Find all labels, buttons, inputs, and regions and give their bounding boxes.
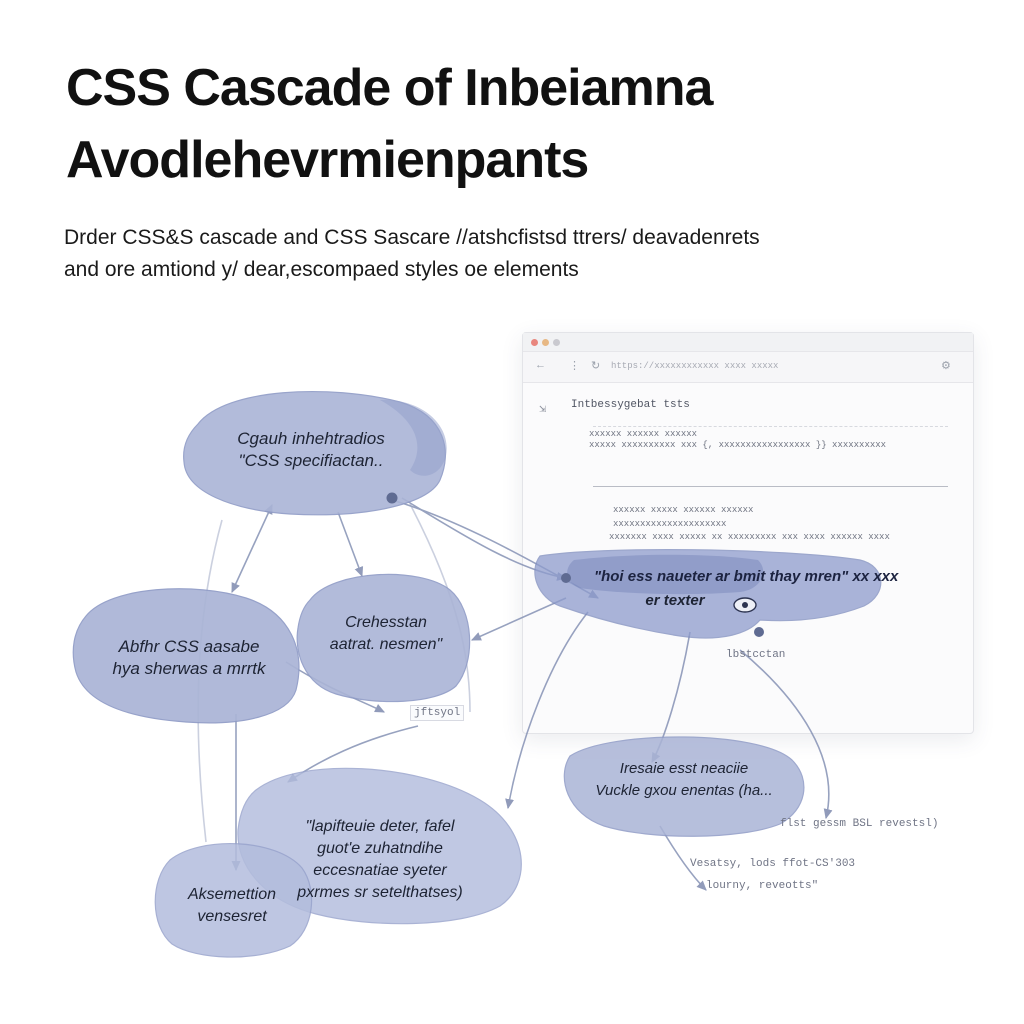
subtitle-line-2: and ore amtiond y/ dear,escompaed styles… <box>64 258 579 281</box>
node-crehesstan[interactable] <box>296 573 471 703</box>
node-label-line: Vuckle gxou enentas (ha... <box>595 782 773 799</box>
connector-arrow <box>231 503 273 594</box>
code-divider-dotted <box>593 426 948 427</box>
node-blob <box>296 573 471 703</box>
annotation-label: jftsyol <box>410 705 465 721</box>
connector-arrow <box>470 597 567 641</box>
node-label-line: guot'e zuhatndihe <box>317 840 443 857</box>
node-blob <box>534 549 882 639</box>
node-label-line: Iresaie esst neaciie <box>619 760 749 777</box>
node-label-line: aatrat. nesmen" <box>329 636 443 653</box>
code-line: xxxxx xxxxxxxxxx xxx {, xxxxxxxxxxxxxxxx… <box>589 440 887 450</box>
annotation-label: flst gessm BSL revestsl) <box>780 818 939 830</box>
reader-icon[interactable]: ⋮ <box>569 360 580 372</box>
browser-toolbar: ← ⋮ ↻ https://xxxxxxxxxxxx xxxx xxxxx ⚙ <box>523 352 973 383</box>
annotation-label: Vesatsy, lods ffot-CS'303 <box>690 858 856 870</box>
node-blob <box>154 842 313 958</box>
node-blob <box>183 391 446 516</box>
diagram-subtitle: Drder CSS&S cascade and CSS Sascare //at… <box>64 222 964 286</box>
node-blob-shadow <box>380 399 447 476</box>
address-bar[interactable]: https://xxxxxxxxxxxx xxxx xxxxx <box>611 361 779 371</box>
connector-arrow <box>739 649 833 820</box>
node-label-line: "lapifteuie deter, fafel <box>305 818 455 835</box>
node-label-line: hya sherwas a mrrtk <box>112 659 266 678</box>
title-line-2: Avodlehevrmienpants <box>66 131 589 189</box>
connector-dot-icon <box>754 627 764 637</box>
connector-arrow <box>337 511 364 578</box>
node-iresaie[interactable] <box>563 736 805 837</box>
browser-window: ← ⋮ ↻ https://xxxxxxxxxxxx xxxx xxxxx ⚙ … <box>522 332 974 734</box>
connector-dot-icon <box>561 573 571 583</box>
node-label-line: Aksemettion <box>187 886 277 903</box>
node-label: Cgauh inhehtradios "CSS specifiactan.. <box>196 428 426 472</box>
node-label: er texter <box>620 590 730 612</box>
node-label-line: eccesnatiae syeter <box>313 862 447 879</box>
node-blob-highlight <box>567 554 764 595</box>
node-label-line: vensesret <box>197 908 267 925</box>
node-hoi-ess[interactable] <box>534 549 882 639</box>
minimize-dot-icon[interactable] <box>542 339 549 346</box>
code-line: xxxxxxxxxxxxxxxxxxxxx <box>613 519 727 529</box>
close-dot-icon[interactable] <box>531 339 538 346</box>
browser-titlebar <box>523 333 973 352</box>
node-label: Iresaie esst neaciie Vuckle gxou enentas… <box>574 758 794 802</box>
node-label-line: Abfhr CSS aasabe <box>118 637 260 656</box>
expand-icon[interactable]: ⇲ <box>539 402 547 416</box>
connector-arrow <box>505 611 589 810</box>
annotation-label: lbstcctan <box>726 649 786 661</box>
reload-icon[interactable]: ↻ <box>591 360 601 372</box>
node-label-line: pxrmes sr setelthatses) <box>297 884 463 901</box>
connector-dot-icon <box>386 492 398 504</box>
title-line-1: CSS Cascade of Inbeiamna <box>66 59 713 117</box>
node-blob <box>72 588 300 724</box>
back-arrow-icon[interactable]: ← <box>535 359 546 371</box>
annotation-label: lourny, reveotts" <box>706 880 819 892</box>
highlight-text: "hoi ess naueter ar bmit thay mren" xx x… <box>594 568 899 585</box>
node-label: "lapifteuie deter, fafel guot'e zuhatndi… <box>250 816 510 904</box>
settings-icon[interactable]: ⚙ <box>941 360 951 372</box>
maximize-dot-icon[interactable] <box>553 339 560 346</box>
node-blob <box>563 736 805 837</box>
eye-pupil <box>742 602 748 608</box>
node-abfhr[interactable] <box>72 588 300 724</box>
node-label: Aksemettion vensesret <box>162 884 302 928</box>
code-divider <box>593 486 948 487</box>
node-label-line: Crehesstan <box>345 614 427 631</box>
code-line: xxxxxxx xxxx xxxxx xx xxxxxxxxx xxx xxxx… <box>609 532 890 542</box>
code-line: xxxxxx xxxxxx xxxxxx <box>589 429 698 439</box>
node-label-line: "CSS specifiactan.. <box>238 451 384 470</box>
node-aksemettion[interactable] <box>154 842 313 958</box>
subtitle-line-1: Drder CSS&S cascade and CSS Sascare //at… <box>64 226 760 249</box>
diagram-title: CSS Cascade of Inbeiamna Avodlehevrmienp… <box>66 52 966 196</box>
node-cgauh[interactable] <box>183 391 447 516</box>
node-label-line: er texter <box>645 592 705 609</box>
node-label-line: Cgauh inhehtradios <box>237 429 385 448</box>
code-heading: Intbessygebat tsts <box>571 399 690 411</box>
code-line: xxxxxx xxxxx xxxxxx xxxxxx <box>613 505 754 515</box>
node-label: Crehesstan aatrat. nesmen" <box>306 612 466 656</box>
node-label: Abfhr CSS aasabe hya sherwas a mrrtk <box>84 636 294 680</box>
